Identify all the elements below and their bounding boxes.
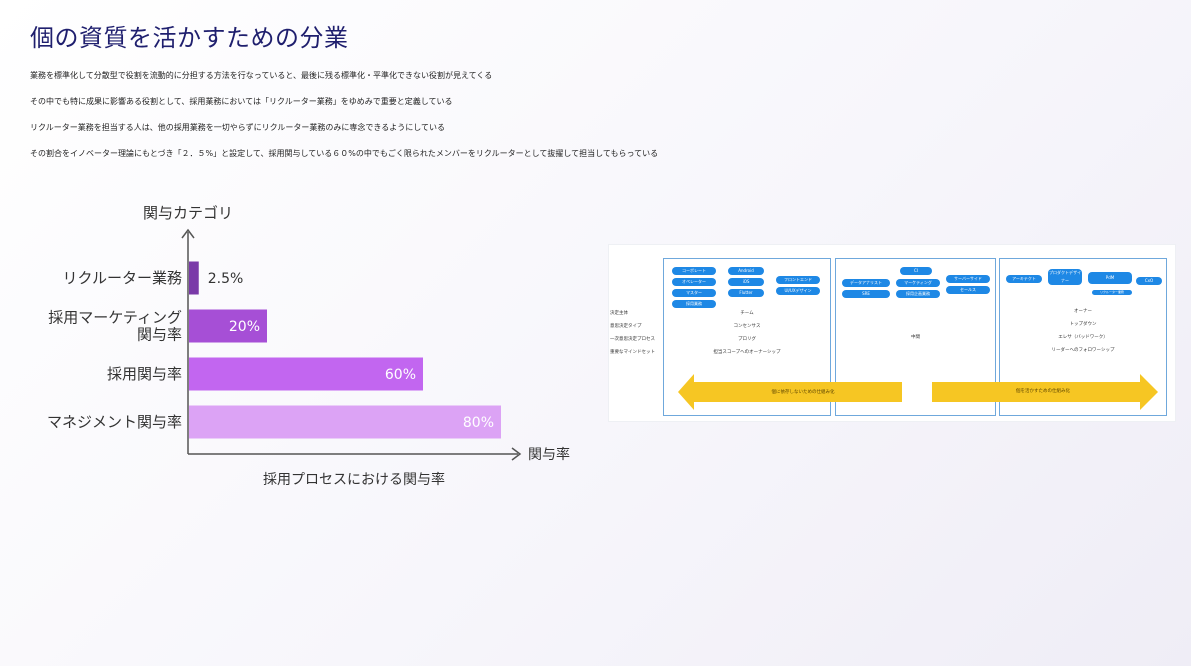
arrow-left-caption: 個に依存しないための仕組み化 [771,390,835,395]
diagram-cell: 中間 [911,335,920,340]
category-tick-label: 関与率 [137,326,182,344]
bar-chart: 関与カテゴリ 関与率 採用プロセスにおける関与率 2.5% リクルーター業務 20%… [47,204,570,488]
role-pill: オペレーター [672,278,716,286]
category-tick-label: 採用関与率 [107,365,182,383]
diagram-cell: プロリグ [738,337,756,342]
diagram-cell: トップダウン [1069,322,1097,327]
x-axis-arrowhead [511,447,522,461]
role-pill: リクルーター業務 [1092,290,1132,295]
role-pill: 採用企画業務 [896,290,940,298]
bullet-line: その中でも特に成果に影響ある役割として、採用業務においては「リクルーター業務」を… [30,97,453,106]
chart-caption: 採用プロセスにおける関与率 [263,471,445,488]
role-pill: CI [900,267,932,275]
role-pill: フロントエンド [776,276,820,284]
category-tick-label: マネジメント関与率 [47,413,182,431]
bullet-line: 業務を標準化して分散型で役割を流動的に分担する方法を行なっていると、最後に残る標… [30,71,493,80]
left-arrow-icon [678,374,902,410]
diagram-row-label: 重要なマインドセット [610,350,655,355]
role-pill: プロダクトデザイナー [1048,269,1082,285]
role-pill: 採用業務 [672,300,716,308]
role-pill: iOS [728,278,764,286]
right-arrow-icon [932,374,1158,410]
role-pill: セールス [946,286,990,294]
diagram-cell: チーム [740,311,754,316]
diagram-cell: 担当スコープへのオーナーシップ [713,350,781,355]
bullet-list: 業務を標準化して分散型で役割を流動的に分担する方法を行なっていると、最後に残る標… [30,70,658,174]
role-pill: マスター [672,289,716,297]
role-distribution-diagram: 決定主体 意思決定タイプ 一次意思決定プロセス 重要なマインドセット コーポレー… [608,244,1176,422]
diagram-row-label: 一次意思決定プロセス [610,337,655,342]
role-pill: アーキテクト [1006,275,1042,283]
bar [189,261,199,295]
role-pill: Android [728,267,764,275]
diagram-cell: エレサ（バッドワーク） [1058,335,1108,340]
bar-value-label: 2.5% [208,271,244,287]
role-pill: コーポレート [672,267,716,275]
diagram-row-label: 意思決定タイプ [610,324,642,329]
diagram-cell: リーダーへのフォロワーシップ [1051,348,1115,353]
role-pill: CxO [1136,277,1162,285]
bar [189,357,423,391]
page-title: 個の資質を活かすための分業 [30,24,349,52]
diagram-column-2: CI データアナリスト マーケティング SRE 採用企画業務 サーバーサイド セ… [835,258,996,416]
bar-value-label: 80% [463,415,494,431]
role-pill: マーケティング [896,279,940,287]
bar-value-label: 20% [229,319,260,335]
x-axis-label: 関与率 [528,446,570,463]
category-tick-label: リクルーター業務 [62,269,182,287]
y-axis-label: 関与カテゴリ [143,204,233,222]
role-pill: サーバーサイド [946,275,990,283]
diagram-column-3: アーキテクト プロダクトデザイナー PdM CxO リクルーター業務 オーナー … [999,258,1167,416]
role-pill: データアナリスト [842,279,890,287]
category-tick-label: 採用マーケティング [48,309,182,327]
diagram-column-1: コーポレート オペレーター マスター 採用業務 Android iOS Flut… [663,258,831,416]
diagram-cell: コンセンサス [733,324,761,329]
diagram-cell: オーナー [1074,309,1092,314]
diagram-row-label: 決定主体 [610,311,628,316]
bullet-line: その割合をイノベーター理論にもとづき「２．５%」と設定して、採用関与している６０… [30,149,659,158]
role-pill: PdM [1088,272,1132,284]
y-axis-arrowhead [181,228,195,239]
arrow-right-caption: 個を活かすための仕組み化 [1016,389,1070,394]
role-pill: SRE [842,290,890,298]
role-pill: Flutter [728,289,764,297]
bullet-line: リクルーター業務を担当する人は、他の採用業務を一切やらずにリクルーター業務のみに… [30,123,445,132]
role-pill: UI/UXデザイン [776,287,820,295]
bar-value-label: 60% [385,367,416,383]
bar [189,309,267,343]
bar [189,405,501,439]
